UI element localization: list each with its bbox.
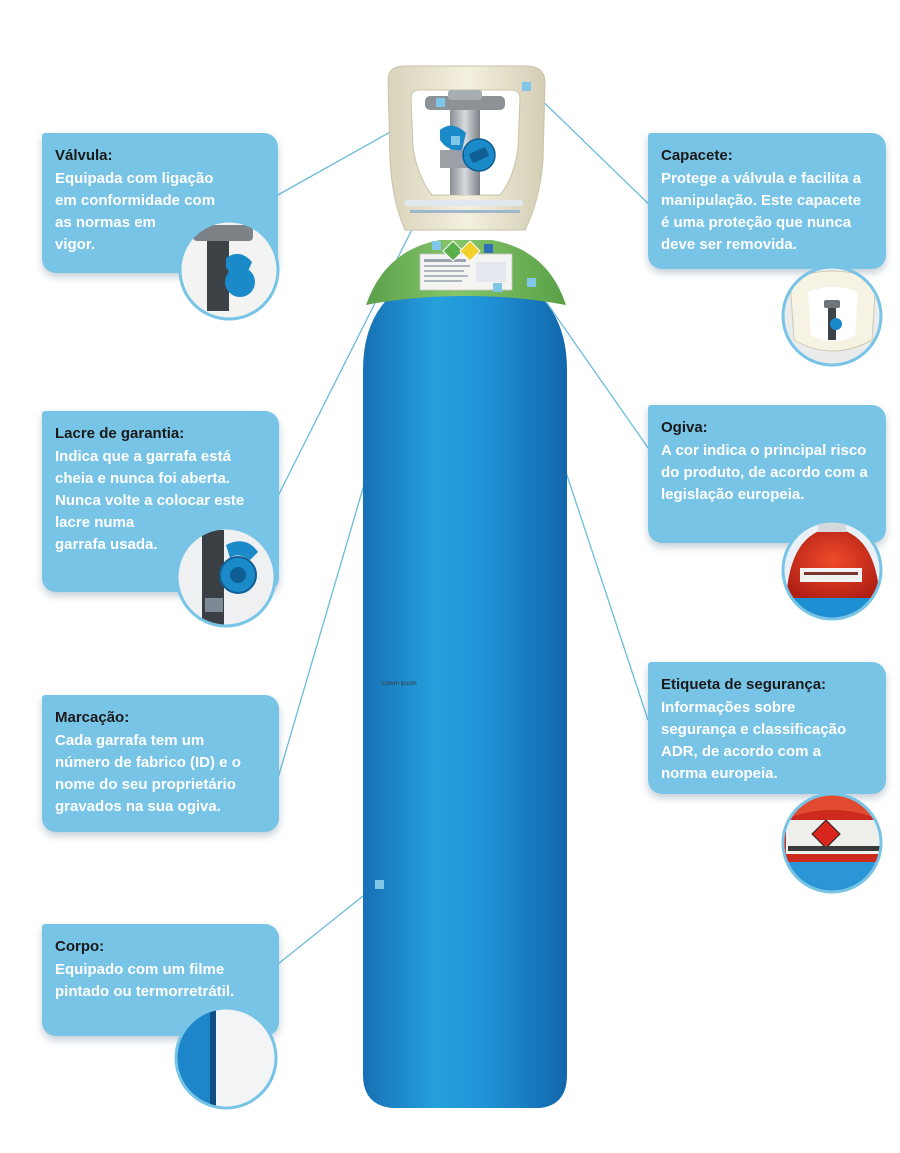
card-valvula: Válvula: Equipada com ligação em conform… [42, 133, 278, 273]
card-corpo-title: Corpo: [55, 936, 265, 958]
card-lacre-text: Indica que a garrafa está cheia e nunca … [55, 446, 265, 556]
marker-marcacao [432, 241, 441, 250]
marker-etiqueta [493, 283, 502, 292]
cylinder-body [363, 270, 567, 1108]
card-ogiva-title: Ogiva: [661, 417, 872, 439]
marker-corpo [375, 880, 384, 889]
marker-lacre [451, 136, 460, 145]
card-lacre: Lacre de garantia: Indica que a garrafa … [42, 411, 279, 592]
marker-ogiva [527, 278, 536, 287]
marker-valvula [436, 98, 445, 107]
cylinder [363, 240, 567, 1108]
body-lorem-text: Lorem ipsum [382, 681, 417, 687]
marker-capacete [522, 82, 531, 91]
card-marcacao: Marcação: Cada garrafa tem um número de … [42, 695, 279, 832]
leader-line-capacete [527, 86, 660, 215]
card-valvula-text: Equipada com ligação em conformidade com… [55, 168, 264, 256]
card-corpo-text: Equipado com um filme pintado ou termorr… [55, 959, 265, 1003]
card-etiqueta-text: Informações sobre segurança e classifica… [661, 697, 872, 785]
card-marcacao-text: Cada garrafa tem um número de fabrico (I… [55, 730, 265, 818]
card-ogiva-text: A cor indica o principal risco do produt… [661, 440, 872, 506]
card-capacete: Capacete: Protege a válvula e facilita a… [648, 133, 886, 269]
card-ogiva: Ogiva: A cor indica o principal risco do… [648, 405, 886, 543]
card-capacete-title: Capacete: [661, 145, 872, 167]
card-valvula-title: Válvula: [55, 145, 264, 167]
card-lacre-title: Lacre de garantia: [55, 423, 265, 445]
card-capacete-text: Protege a válvula e facilita a manipulaç… [661, 168, 872, 256]
card-etiqueta-title: Etiqueta de segurança: [661, 674, 872, 696]
card-corpo: Corpo: Equipado com um filme pintado ou … [42, 924, 279, 1036]
card-etiqueta: Etiqueta de segurança: Informações sobre… [648, 662, 886, 794]
card-marcacao-title: Marcação: [55, 707, 265, 729]
